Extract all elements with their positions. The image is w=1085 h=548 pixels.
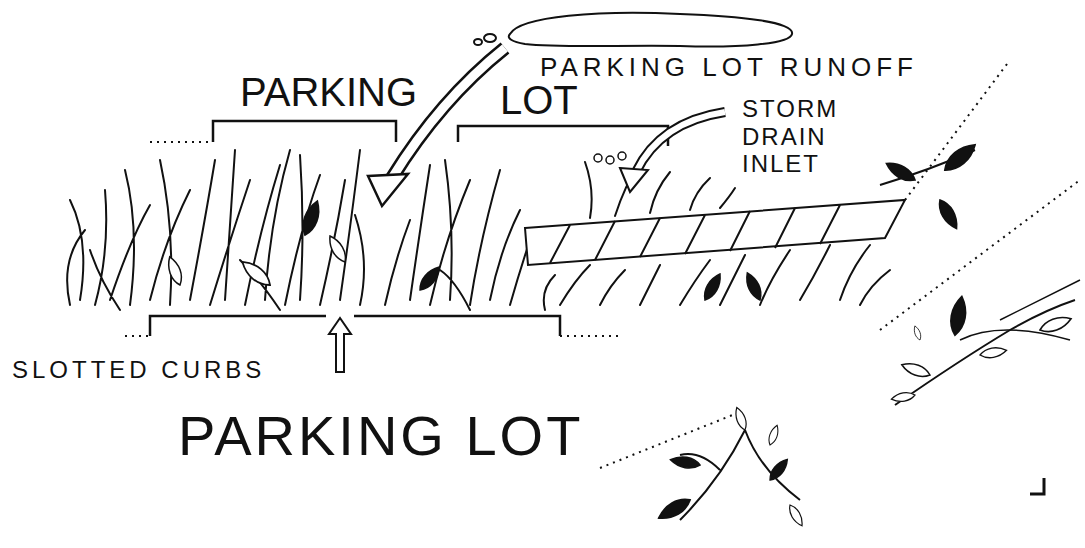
vine-leaves	[656, 406, 806, 528]
label: PARKING	[240, 72, 417, 112]
slot-arrow	[329, 318, 351, 372]
label: LOT	[500, 80, 578, 120]
rain-cloud	[474, 13, 792, 47]
label: SLOTTED CURBS	[12, 358, 265, 382]
vine-leaves	[891, 280, 1080, 405]
label: PARKING LOT RUNOFF	[540, 54, 918, 80]
corner-mark	[1030, 478, 1044, 494]
label: PARKING LOT	[178, 408, 583, 464]
label: STORM DRAIN INLET	[742, 95, 860, 178]
storm-drain-inlet	[525, 200, 905, 265]
inlet-arrow	[620, 112, 725, 192]
vine-leaves	[880, 140, 979, 232]
